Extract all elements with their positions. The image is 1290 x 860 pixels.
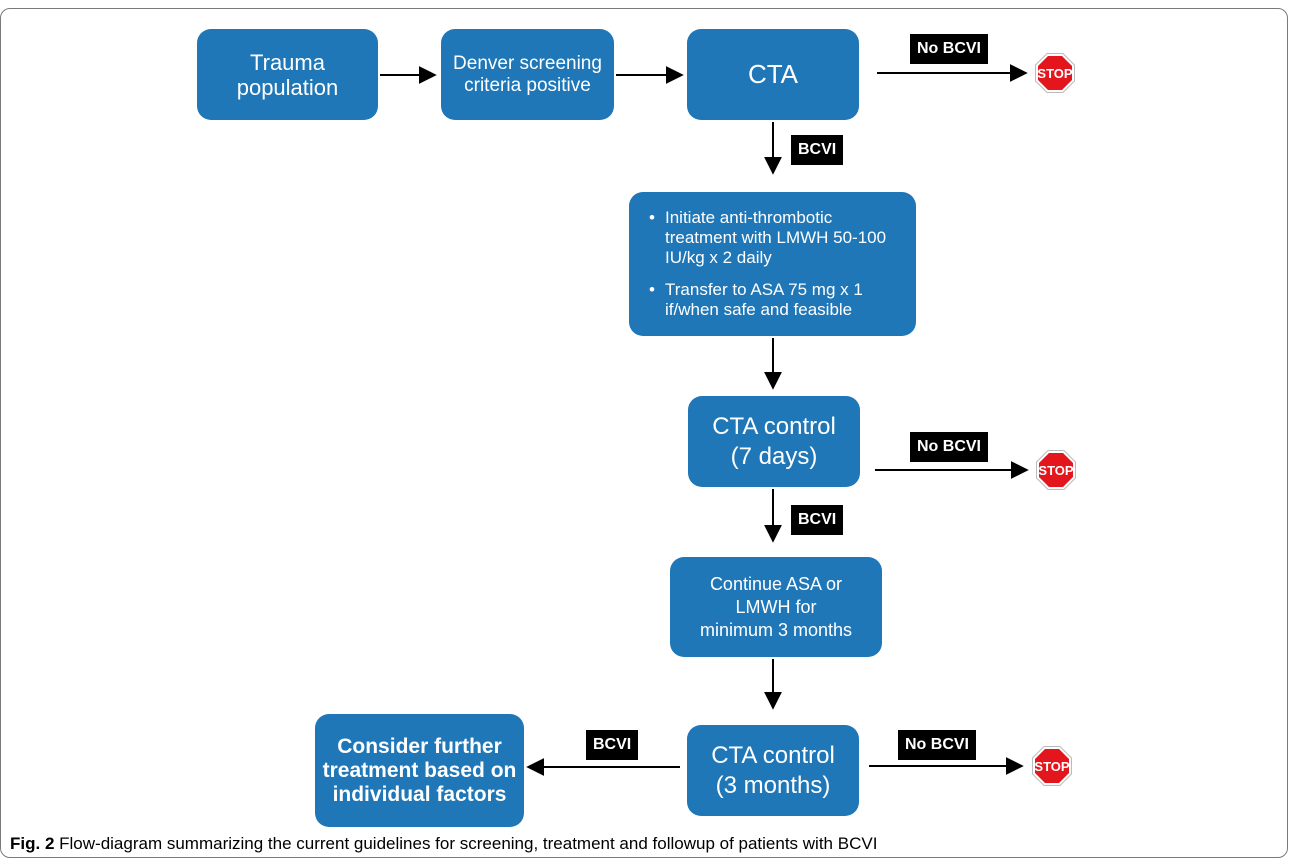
label-bcvi: BCVI (586, 730, 639, 760)
node-cta-control-7-days: CTA control(7 days) (688, 396, 860, 487)
node-cta: CTA (687, 29, 859, 120)
node-line: Denver screening (453, 52, 602, 74)
node-line: LMWH for (735, 596, 817, 617)
node-line: Continue ASA or (709, 573, 843, 594)
node-line: minimum 3 months (699, 619, 853, 640)
stop-sign-label: STOP (1038, 463, 1073, 478)
caption-text: Flow-diagram summarizing the current gui… (59, 834, 878, 853)
stop-sign-icon: STOP (1032, 746, 1072, 786)
stop-sign-icon: STOP (1035, 53, 1075, 93)
label-bcvi: BCVI (791, 135, 844, 165)
label-no-bcvi: No BCVI (898, 730, 976, 760)
node-line: population (236, 74, 339, 100)
caption-label: Fig. 2 (10, 834, 55, 853)
node-line: (7 days) (730, 442, 818, 470)
node-treatment: Initiate anti-thrombotic treatment with … (629, 192, 916, 336)
node-line: treatment based on (322, 758, 517, 782)
node-line: Consider further (337, 734, 502, 758)
node-line: CTA control (712, 412, 836, 440)
treatment-item: Initiate anti-thrombotic treatment with … (649, 208, 902, 268)
label-no-bcvi: No BCVI (910, 432, 988, 462)
label-no-bcvi: No BCVI (910, 34, 988, 64)
node-cta-control-3-months: CTA control(3 months) (687, 725, 859, 816)
stop-sign-icon: STOP (1036, 450, 1076, 490)
figure-caption: Fig. 2 Flow-diagram summarizing the curr… (10, 834, 877, 854)
node-line: individual factors (332, 782, 507, 806)
node-line: criteria positive (464, 74, 591, 96)
node-line: CTA control (711, 741, 835, 769)
treatment-list: Initiate anti-thrombotic treatment with … (649, 208, 902, 320)
stop-sign-label: STOP (1034, 759, 1069, 774)
label-bcvi: BCVI (791, 505, 844, 535)
figure-frame (0, 8, 1288, 858)
node-line: CTA (747, 59, 799, 89)
node-line: (3 months) (715, 771, 831, 799)
node-line: Trauma (250, 49, 325, 75)
stop-sign-label: STOP (1037, 66, 1072, 81)
treatment-item: Transfer to ASA 75 mg x 1 if/when safe a… (649, 280, 902, 320)
